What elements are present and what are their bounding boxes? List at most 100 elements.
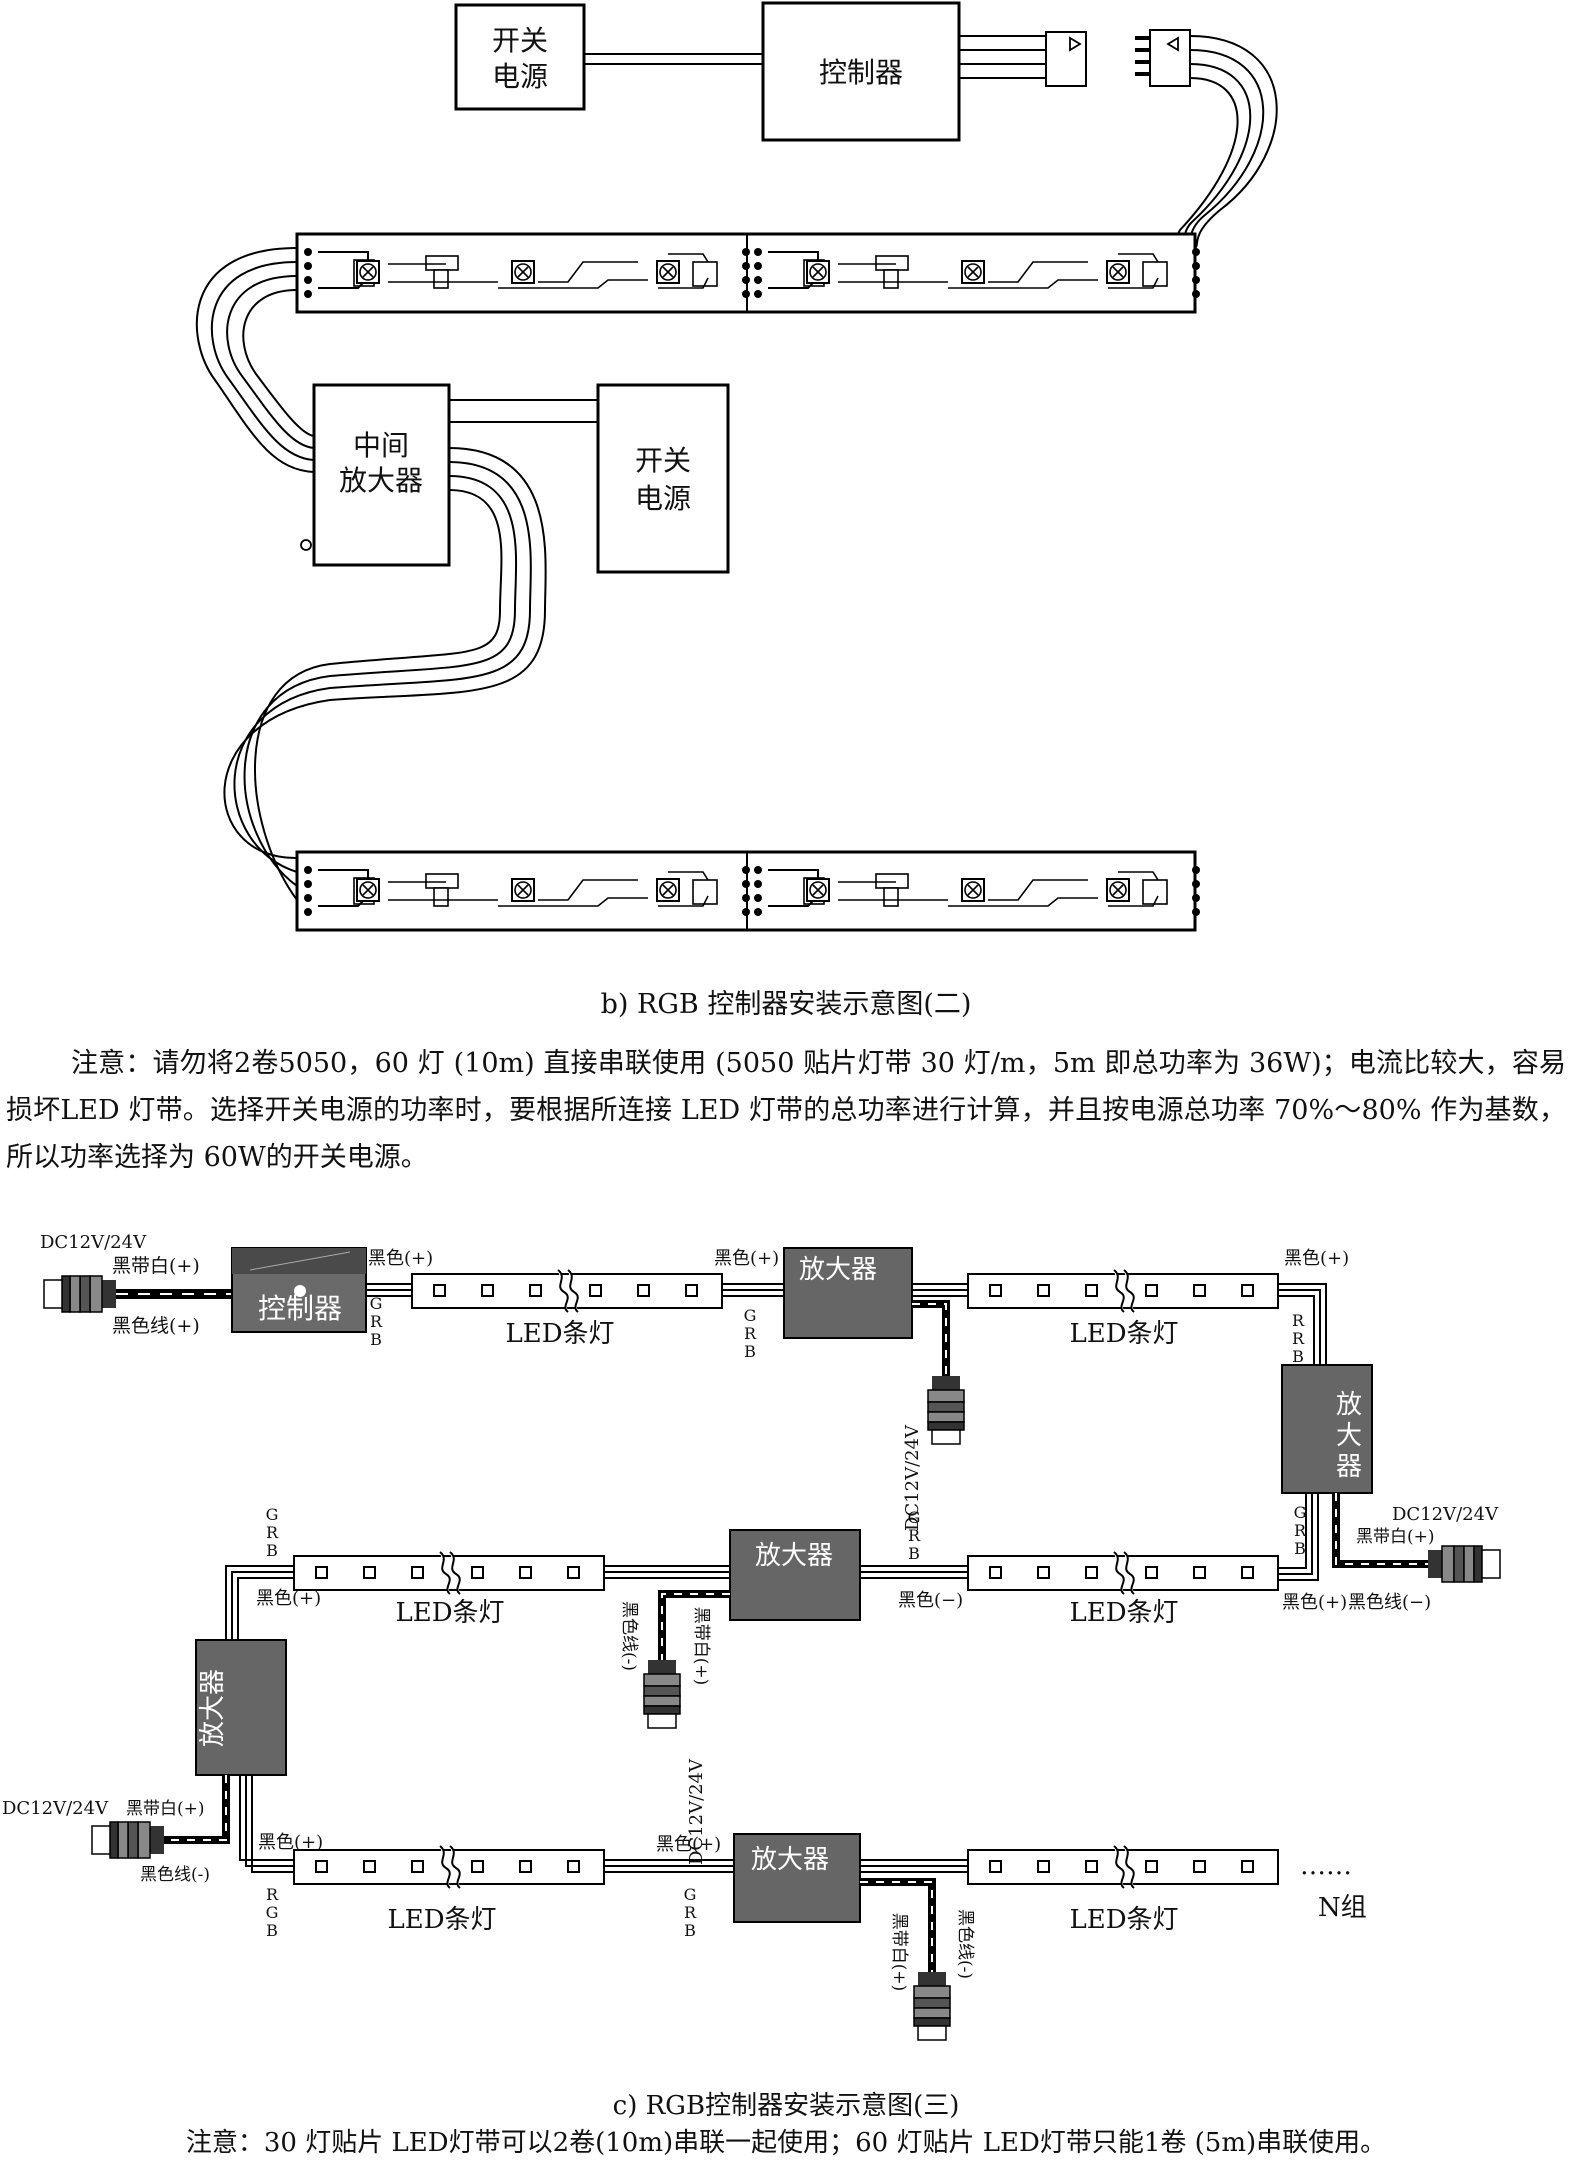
dc-label-4: DC12V/24V — [686, 1758, 707, 1865]
black-wire-pos-1: 黑色线(+) — [112, 1315, 200, 1337]
dc-plug-5 — [91, 1821, 165, 1859]
dc-label-1: DC12V/24V — [40, 1232, 147, 1253]
grb-g-1: G — [370, 1294, 383, 1313]
psu-top-box — [454, 3, 586, 111]
led-strip-c4-label: LED条灯 — [395, 1598, 504, 1628]
led-strip-c3 — [967, 1551, 1279, 1595]
led-strip-bottom — [295, 850, 1200, 932]
black-pos-c1: 黑色(+) — [368, 1248, 433, 1269]
caption-b: b) RGB 控制器安装示意图(二) — [600, 989, 972, 1020]
amplifier-box — [312, 383, 451, 567]
grb-g-5: G — [908, 1508, 921, 1527]
black-white-pos-5: 黑带白(+) — [126, 1799, 205, 1819]
grb-r-7: R — [266, 1885, 279, 1904]
diagram-b: 开关 电源 控制器 中间 放大器 — [195, 1, 1278, 932]
amplifier-c1-label: 放大器 — [799, 1255, 877, 1285]
grb-r-6: R — [266, 1523, 279, 1542]
amplifier-c3 — [729, 1529, 861, 1621]
amplifier-c2-char-2: 大 — [1336, 1421, 1362, 1451]
dc-label-3: DC12V/24V — [1392, 1504, 1499, 1525]
black-wire-neg-4: 黑色线(-) — [619, 1601, 639, 1671]
psu-mid-label-1: 开关 — [635, 444, 691, 477]
grb-b-7: B — [266, 1921, 278, 1940]
n-groups-label: N组 — [1318, 1893, 1367, 1923]
black-pos-8: 黑色(+) — [656, 1834, 721, 1855]
amplifier-c3-label: 放大器 — [755, 1541, 833, 1571]
cable-s-bend — [223, 447, 547, 901]
amplifier-c2 — [1281, 1364, 1373, 1494]
grb-b-1: B — [370, 1330, 382, 1349]
controller-label: 控制器 — [819, 56, 903, 89]
psu-mid-box — [596, 383, 730, 574]
amplifier-c2-char-3: 器 — [1336, 1452, 1362, 1482]
psu-top-label-2: 电源 — [492, 60, 548, 93]
grb-r-1: R — [370, 1312, 383, 1331]
caption-c: c) RGB控制器安装示意图(三) — [612, 2091, 960, 2121]
led-strip-c3-label: LED条灯 — [1069, 1598, 1178, 1628]
psu-mid-label-2: 电源 — [635, 482, 691, 515]
psu-top-label-1: 开关 — [492, 24, 548, 57]
ellipsis: …… — [1300, 1851, 1352, 1881]
black-neg-5: 黑色(−) — [898, 1590, 963, 1611]
black-pos-3b: 黑色(+) — [1282, 1592, 1347, 1613]
black-pos-c3: 黑色(+) — [1284, 1248, 1349, 1269]
led-strip-c4 — [293, 1551, 605, 1595]
amplifier-c1 — [783, 1247, 913, 1339]
black-pos-c2: 黑色(+) — [714, 1248, 779, 1269]
dc-label-5: DC12V/24V — [2, 1798, 109, 1819]
led-strip-c2 — [967, 1269, 1279, 1313]
black-wire-neg-6: 黑色线(-) — [955, 1909, 975, 1979]
connector-female — [1149, 29, 1191, 87]
grb-b-5: B — [908, 1544, 920, 1563]
led-strip-c6-label: LED条灯 — [1069, 1905, 1178, 1935]
grb-r-3a: R — [1292, 1311, 1305, 1330]
grb-g-8: G — [684, 1885, 697, 1904]
black-wire-neg-3: 黑色线(−) — [1348, 1592, 1431, 1613]
led-strip-c2-label: LED条灯 — [1069, 1319, 1178, 1349]
grb-r-2: R — [744, 1324, 757, 1343]
black-white-pos-4: 黑带白(+) — [691, 1607, 711, 1686]
amplifier-c4-label: 放大器 — [198, 1669, 228, 1747]
grb-g-4: G — [1294, 1503, 1307, 1522]
grb-b-6: B — [266, 1541, 278, 1560]
note-c: 注意：30 灯贴片 LED灯带可以2卷(10m)串联一起使用；60 灯贴片 LE… — [185, 2128, 1387, 2158]
grb-g-6: G — [266, 1505, 279, 1524]
amplifier-c2-char-1: 放 — [1336, 1390, 1362, 1420]
dc-plug-6 — [913, 1971, 951, 2041]
dc-label-2: DC12V/24V — [902, 1424, 923, 1531]
note-b: 注意：请勿将2卷5050，60 灯 (10m) 直接串联使用 (5050 贴片灯… — [6, 1048, 1566, 1173]
controller-box — [761, 1, 961, 142]
black-white-pos-3: 黑带白(+) — [1356, 1527, 1435, 1547]
led-strip-c1 — [411, 1269, 723, 1313]
diagram-c: DC12V/24V 黑带白(+) 黑色线(+) 控制器 黑色(+) G R B … — [2, 1232, 1501, 2041]
dc-plug-1 — [43, 1275, 117, 1313]
led-strip-c5-label: LED条灯 — [387, 1905, 496, 1935]
dc-plug-2 — [927, 1375, 965, 1445]
led-strip-c6 — [967, 1845, 1279, 1889]
black-wire-neg-5: 黑色线(-) — [140, 1865, 210, 1885]
grb-r-8: R — [684, 1903, 697, 1922]
grb-b-3: B — [1292, 1347, 1304, 1366]
black-white-pos-6: 黑带白(+) — [889, 1913, 909, 1992]
dc-plug-3 — [1427, 1545, 1501, 1583]
led-strip-c5 — [293, 1845, 605, 1889]
amplifier-label-2: 放大器 — [339, 464, 423, 497]
grb-b-4: B — [1294, 1539, 1306, 1558]
grb-b-8: B — [684, 1921, 696, 1940]
cable-left-bend — [195, 247, 315, 473]
grb-b-2: B — [744, 1342, 756, 1361]
led-strip-top — [295, 232, 1200, 314]
dc-plug-4 — [643, 1659, 681, 1729]
grb-r-5: R — [908, 1526, 921, 1545]
connector-male — [1045, 31, 1087, 87]
black-pos-7: 黑色(+) — [258, 1832, 323, 1853]
grb-r-3b: R — [1292, 1329, 1305, 1348]
amplifier-label-1: 中间 — [353, 429, 409, 462]
controller-c-label: 控制器 — [258, 1292, 342, 1325]
black-pos-6: 黑色(+) — [256, 1588, 321, 1609]
grb-r-4: R — [1294, 1521, 1307, 1540]
grb-g-2: G — [744, 1306, 757, 1325]
black-white-pos-1: 黑带白(+) — [112, 1255, 200, 1277]
grb-g-7: G — [266, 1903, 279, 1922]
amplifier-c5-label: 放大器 — [751, 1845, 829, 1875]
